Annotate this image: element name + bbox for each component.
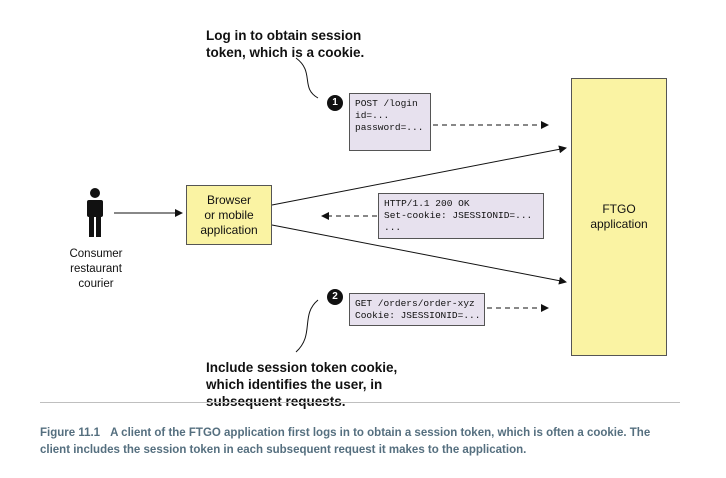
client-to-app-lower-arrow: [271, 224, 567, 285]
message-line: Set-cookie: JSESSIONID=...: [384, 210, 533, 221]
login-request-message: POST /login id=... password=...: [349, 93, 431, 151]
figure-caption-text: A client of the FTGO application first l…: [40, 427, 651, 456]
actor-label: Consumer restaurant courier: [69, 248, 123, 290]
subsequent-request-message: GET /orders/order-xyz Cookie: JSESSIONID…: [349, 293, 485, 326]
login-annotation: Log in to obtain session token, which is…: [206, 28, 365, 60]
client-to-app-upper-arrow: [271, 145, 567, 206]
client-box: Browser or mobile application: [186, 185, 272, 245]
message-line: ...: [384, 222, 402, 233]
step-1-badge: 1: [327, 95, 343, 111]
top-note-pointer: [295, 57, 319, 99]
step-2-badge: 2: [327, 289, 343, 305]
message-line: POST /login: [355, 98, 418, 109]
message-line: GET /orders/order-xyz: [355, 298, 475, 309]
figure-label: Figure 11.1: [40, 427, 101, 439]
person-icon: [87, 188, 103, 237]
message-line: password=...: [355, 122, 424, 133]
message-line: id=...: [355, 110, 390, 121]
message-line: Cookie: JSESSIONID=...: [355, 310, 481, 321]
bottom-note-pointer: [295, 299, 319, 353]
message-line: HTTP/1.1 200 OK: [384, 198, 470, 209]
login-response-message: HTTP/1.1 200 OK Set-cookie: JSESSIONID=.…: [378, 193, 544, 239]
session-token-annotation: Include session token cookie, which iden…: [206, 360, 398, 409]
ftgo-application-box: FTGO application: [571, 78, 667, 356]
